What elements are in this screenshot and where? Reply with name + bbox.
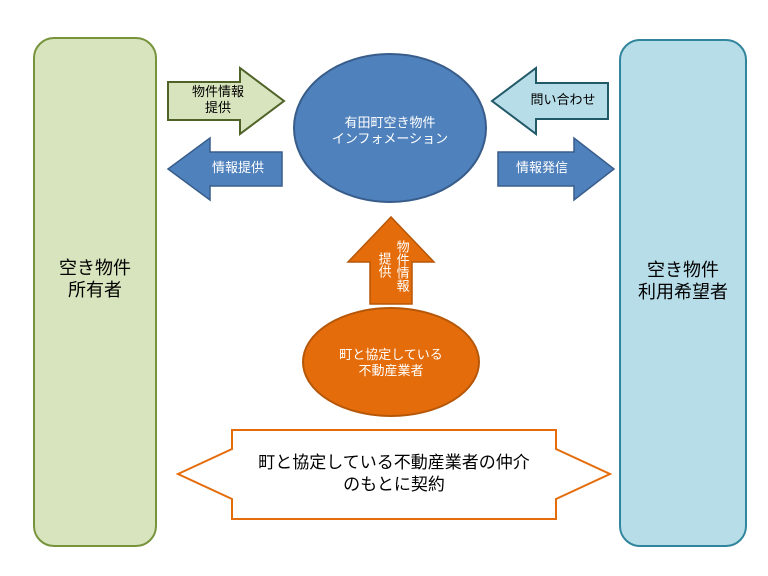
realtor-arrow-label-col1: 物件情報	[393, 240, 409, 292]
center-to-seeker-arrow	[497, 136, 616, 202]
center-to-seeker-arrow-label: 情報発信	[515, 160, 568, 176]
owner-to-center-arrow-label: 物件情報 提供	[191, 84, 244, 116]
info-center-ellipse	[293, 53, 487, 203]
seeker-to-center-arrow-label: 問い合わせ	[530, 92, 596, 108]
realtor-to-center-arrow	[346, 215, 436, 305]
owner-label: 空き物件 所有者	[59, 257, 131, 302]
contract-double-arrow	[175, 429, 613, 520]
center-to-owner-arrow	[166, 136, 283, 202]
info-center-label: 有田町空き物件 インフォメーション	[331, 115, 449, 147]
contract-label: 町と協定している不動産業者の仲介 のもとに契約	[258, 453, 530, 495]
owner-panel	[33, 37, 157, 547]
realtor-label: 町と協定している 不動産業者	[339, 347, 443, 379]
owner-to-center-arrow	[167, 66, 286, 136]
realtor-ellipse	[302, 307, 480, 417]
seeker-label: 空き物件 利用希望者	[638, 259, 728, 304]
seeker-panel	[619, 39, 747, 547]
seeker-to-center-arrow	[490, 66, 609, 136]
realtor-arrow-label-col2: 提供	[375, 252, 391, 278]
center-to-owner-arrow-label: 情報提供	[211, 160, 264, 176]
